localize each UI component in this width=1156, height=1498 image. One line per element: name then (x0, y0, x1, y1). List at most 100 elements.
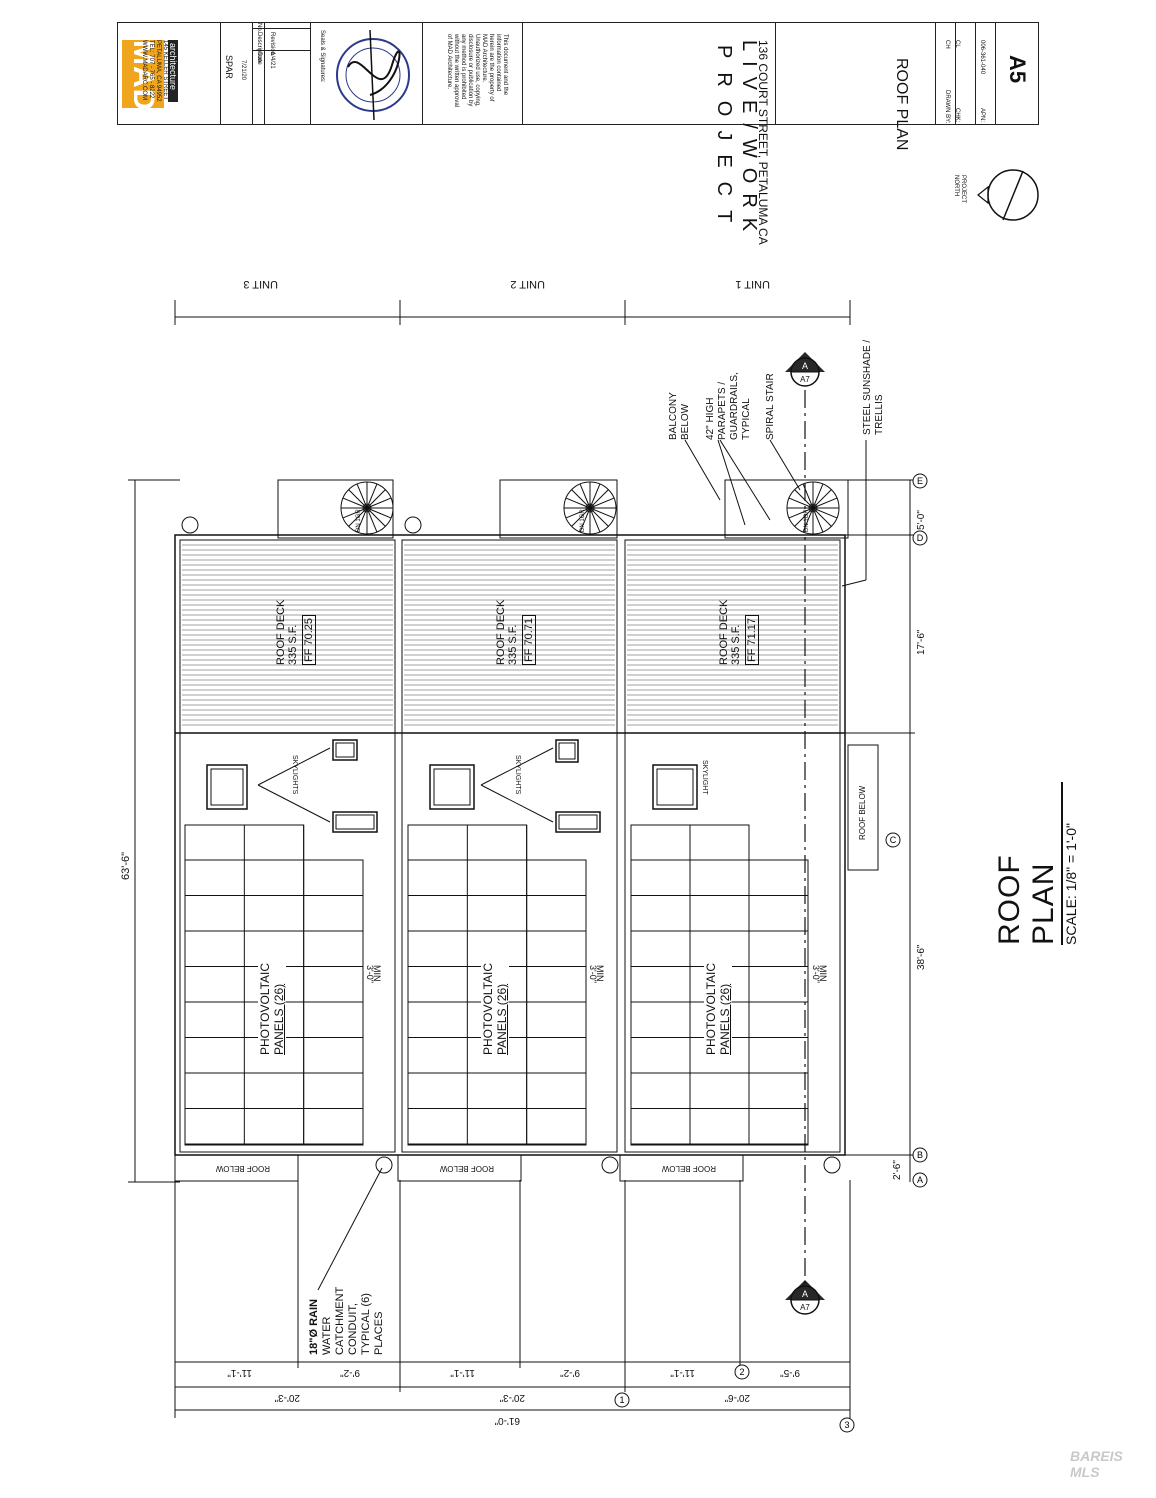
stair-tread (356, 507, 368, 533)
min-value: 3'-0" (588, 965, 598, 983)
roof-below-label: ROOF BELOW (215, 1164, 270, 1173)
section-tag-letter: A (802, 1289, 808, 1299)
note-line: WATER (321, 1316, 333, 1356)
dim-sub: 11'-1" (227, 1367, 252, 1378)
grid-tag-2: 2 (739, 1367, 744, 1377)
dim-unit-width: 20'-3" (274, 1392, 300, 1403)
dim-sub: 11'-1" (670, 1367, 695, 1378)
stair-tread (348, 489, 368, 509)
deck-area: 335 S.F. (730, 624, 742, 665)
stair-tread (788, 497, 814, 509)
note-line: TRELLIS (874, 394, 885, 435)
pv-title: PHOTOVOLTAIC (258, 962, 272, 1055)
stair-tread (342, 497, 368, 509)
stair-tread (565, 507, 591, 519)
pv-title: PHOTOVOLTAIC (481, 962, 495, 1055)
stair-tread (794, 507, 814, 527)
skylights-label: SKYLIGHTS (514, 755, 521, 795)
pv-label-unit-3: PHOTOVOLTAIC PANELS (26) (258, 962, 286, 1055)
spiral-stair-note: SPIRAL STAIR (765, 373, 776, 440)
stair-tread (589, 507, 609, 527)
roof-below-label: ROOF BELOW (439, 1164, 494, 1173)
deck-area: 335 S.F. (287, 624, 299, 665)
note-line: BELOW (680, 403, 691, 440)
dim-sub: 9'-5" (780, 1367, 800, 1378)
grid-tag-bubble (912, 530, 928, 546)
section-tag-sheet: A7 (800, 1303, 810, 1312)
tb-divider (935, 22, 936, 125)
stair-tread (348, 507, 368, 527)
tb-divider (220, 22, 221, 125)
section-tag-arrow (785, 352, 825, 372)
north-arrow-icon (977, 169, 1039, 221)
section-tag-arrow (785, 1280, 825, 1300)
roof-below-label: ROOF BELOW (661, 1164, 716, 1173)
rev-row-line (252, 28, 310, 29)
section-tag-sheet: A7 (800, 375, 810, 384)
grid-tag-bubble (734, 1364, 750, 1380)
stair-tread (565, 497, 591, 509)
pv-label-unit-1: PHOTOVOLTAIC PANELS (26) (704, 962, 732, 1055)
stair-tread (812, 507, 838, 519)
deck-label-unit-1: ROOF DECK 335 S.F. FF 71.17 (718, 600, 760, 665)
note-line: 18"Ø RAIN (308, 1299, 320, 1355)
note-line: TYPICAL (741, 398, 752, 440)
tb-divider (955, 22, 956, 125)
unit-1-label: UNIT 1 (735, 278, 770, 290)
firm-logo: MAD (122, 40, 164, 111)
stair-label: DN 1GR (804, 509, 810, 532)
section-tag-letter: A (802, 361, 808, 371)
min-clear-unit-1: MIN 3'-0" (811, 965, 828, 983)
note-line: STEEL SUNSHADE / (862, 339, 873, 435)
stair-tread (579, 507, 591, 533)
pv-count: PANELS (26) (272, 983, 286, 1055)
grid-tag-3: 3 (844, 1420, 849, 1430)
grid-tag-A: A (917, 1175, 923, 1185)
dim-2: 2'-6" (892, 1160, 903, 1180)
stair-tread (366, 489, 386, 509)
mls-watermark: BAREIS MLS (1070, 1448, 1123, 1480)
stair-tread (812, 489, 832, 509)
unit-3-label: UNIT 3 (243, 278, 278, 290)
skylight-label: SKYLIGHT (701, 760, 708, 795)
unit-2-label: UNIT 2 (510, 278, 545, 290)
stair-tread (589, 507, 601, 533)
pv-label-unit-2: PHOTOVOLTAIC PANELS (26) (481, 962, 509, 1055)
min-clear-unit-3: MIN 3'-0" (365, 965, 382, 983)
finish-floor: FF 71.17 (745, 614, 759, 665)
skylights-label: SKYLIGHTS (291, 755, 298, 795)
tb-divider (252, 22, 253, 125)
stair-tread (589, 483, 601, 509)
architect-seal (336, 29, 410, 121)
deck-label-unit-2: ROOF DECK 335 S.F. FF 70.71 (495, 600, 537, 665)
stair-tread (589, 507, 615, 519)
tb-divider (522, 22, 523, 125)
stair-label: DN 1GR (356, 509, 362, 532)
pv-count: PANELS (26) (718, 983, 732, 1055)
deck-label-unit-3: ROOF DECK 335 S.F. FF 70.25 (275, 600, 317, 665)
stair-tread (342, 507, 368, 519)
stair-label: DN 1GR (580, 509, 586, 532)
stair-tread (812, 497, 838, 509)
dim-unit-width: 20'-6" (724, 1392, 750, 1403)
grid-tag-E: E (917, 476, 923, 486)
stair-tread (589, 497, 615, 509)
stair-tread (589, 489, 609, 509)
grid-tag-C: C (890, 835, 897, 845)
grid-tag-bubble (912, 1172, 928, 1188)
min-clear-unit-2: MIN 3'-0" (588, 965, 605, 983)
stair-tread (366, 507, 378, 533)
stair-tread (812, 483, 824, 509)
note-line: CONDUIT, (347, 1303, 359, 1355)
dim-17: 17'-6" (916, 629, 927, 655)
title-block (117, 22, 1039, 125)
stair-tread (579, 483, 591, 509)
dim-sub: 11'-1" (450, 1367, 475, 1378)
note-line: BALCONY (668, 392, 679, 440)
grid-tag-B: B (917, 1150, 923, 1160)
roof-below-label: ROOF BELOW (858, 785, 867, 840)
min-value: 3'-0" (811, 965, 821, 983)
note-line: PARAPETS / (717, 381, 728, 440)
stair-tread (812, 507, 824, 533)
